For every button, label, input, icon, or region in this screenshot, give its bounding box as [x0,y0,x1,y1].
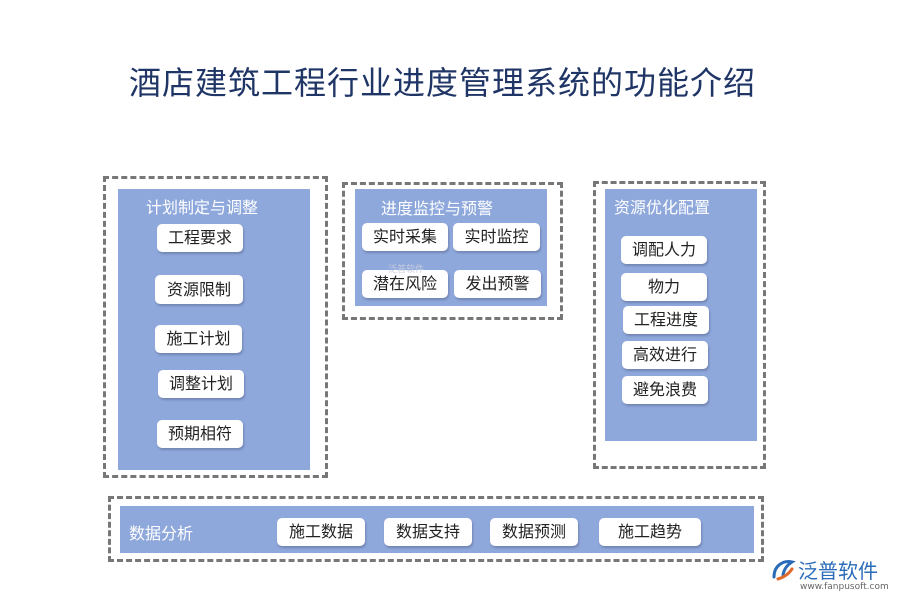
analysis-item-data-forecast: 数据预测 [490,518,578,546]
plan-section-title: 计划制定与调整 [146,198,259,217]
page-title: 酒店建筑工程行业进度管理系统的功能介绍 [128,64,756,102]
analysis-section-frame [108,496,764,562]
plan-item-engineering-requirements: 工程要求 [157,224,243,252]
resource-item-project-progress: 工程进度 [623,306,709,334]
analysis-item-construction-data: 施工数据 [277,518,365,546]
brand-logo: 泛普软件 www.fanpusoft.com [770,553,895,595]
plan-item-adjust-plan: 调整计划 [158,370,244,398]
analysis-section-title: 数据分析 [129,524,194,543]
resource-item-allocate-manpower: 调配人力 [621,236,707,264]
analysis-item-data-support: 数据支持 [384,518,472,546]
resource-section-title: 资源优化配置 [614,198,711,217]
monitor-section-title: 进度监控与预警 [381,199,494,218]
plan-section-frame [103,176,328,478]
plan-item-construction-plan: 施工计划 [155,325,242,353]
monitor-item-realtime-collection: 实时采集 [362,223,448,251]
monitor-item-realtime-monitoring: 实时监控 [453,223,540,251]
plan-item-meet-expectations: 预期相符 [157,420,243,448]
monitor-item-potential-risk: 潜在风险 [362,270,448,298]
watermark: 泛普软件 [388,265,425,275]
monitor-section-frame [342,182,563,320]
brand-logo-icon [772,560,796,581]
brand-logo-url: www.fanpusoft.com [800,582,889,592]
resource-item-materials: 物力 [621,273,707,301]
resource-item-efficient: 高效进行 [622,341,708,369]
analysis-item-construction-trend: 施工趋势 [599,518,701,546]
plan-item-resource-limits: 资源限制 [155,275,243,304]
resource-item-avoid-waste: 避免浪费 [622,376,708,404]
monitor-item-issue-warning: 发出预警 [454,270,541,298]
brand-logo-name: 泛普软件 [798,559,878,583]
resource-section-frame [593,181,766,469]
